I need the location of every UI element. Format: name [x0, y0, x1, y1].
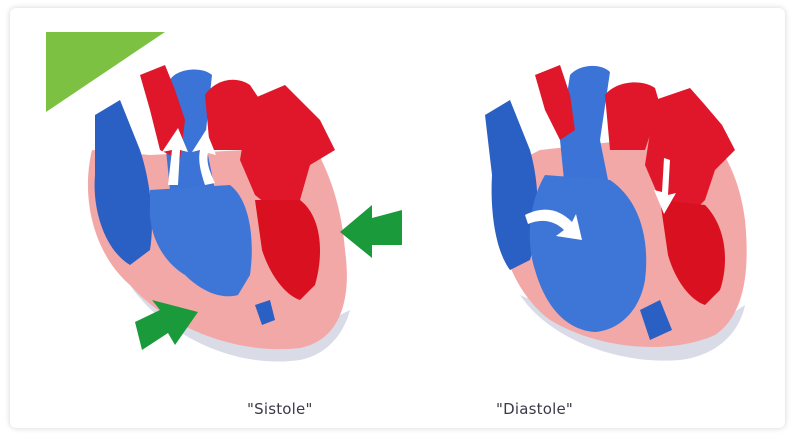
systole-green-arrow-right [340, 205, 402, 258]
heart-diastole [485, 65, 747, 361]
diastole-aorta [535, 65, 575, 140]
diastole-vena-cava [485, 100, 538, 270]
systole-caption: "Sistole" [247, 400, 313, 418]
diastole-caption: "Diastole" [496, 400, 573, 418]
heart-systole [88, 65, 402, 362]
